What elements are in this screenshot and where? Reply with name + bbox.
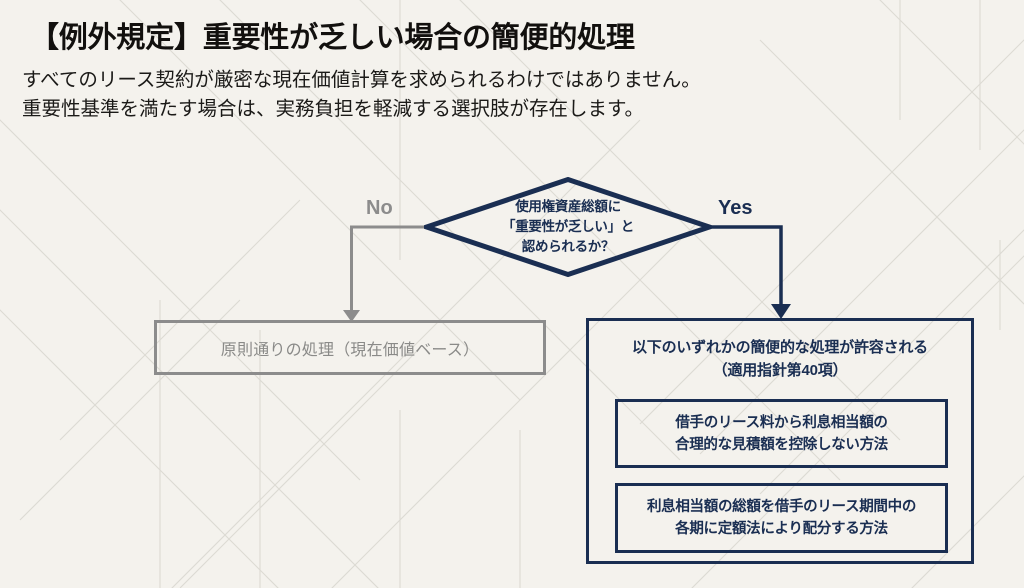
page-title: 【例外規定】重要性が乏しい場合の簡便的処理 — [30, 22, 635, 54]
connector-yes — [712, 225, 783, 308]
connector-yes-arrowhead — [771, 304, 791, 319]
branch-label-yes: Yes — [718, 197, 753, 219]
method-2-label: 利息相当額の総額を借手のリース期間中の 各期に定額法により配分する方法 — [646, 499, 917, 537]
branch-label-no: No — [366, 197, 393, 219]
method-1-label: 借手のリース料から利息相当額の 合理的な見積額を控除しない方法 — [675, 414, 888, 453]
outcome-principle-label: 原則通りの処理（現在価値ベース） — [220, 341, 480, 359]
outcome-box-principle: 原則通りの処理（現在価値ベース） — [154, 320, 546, 375]
diamond-shape — [424, 177, 712, 277]
page-subtitle: すべてのリース契約が厳密な現在価値計算を求められるわけではありません。 重要性基… — [22, 69, 701, 120]
outcome-simplified-heading: 以下のいずれかの簡便的な処理が許容される （適用指針第40項） — [631, 339, 928, 379]
connector-no — [350, 225, 424, 312]
method-box-2: 利息相当額の総額を借手のリース期間中の 各期に定額法により配分する方法 — [615, 483, 948, 553]
decision-label: 使用権資産総額に 「重要性が乏しい」と 認められるか？ — [502, 199, 634, 254]
decision-node: 使用権資産総額に 「重要性が乏しい」と 認められるか？ — [424, 177, 712, 277]
method-box-1: 借手のリース料から利息相当額の 合理的な見積額を控除しない方法 — [615, 399, 948, 468]
outcome-box-simplified: 以下のいずれかの簡便的な処理が許容される （適用指針第40項） 借手のリース料か… — [586, 318, 974, 564]
